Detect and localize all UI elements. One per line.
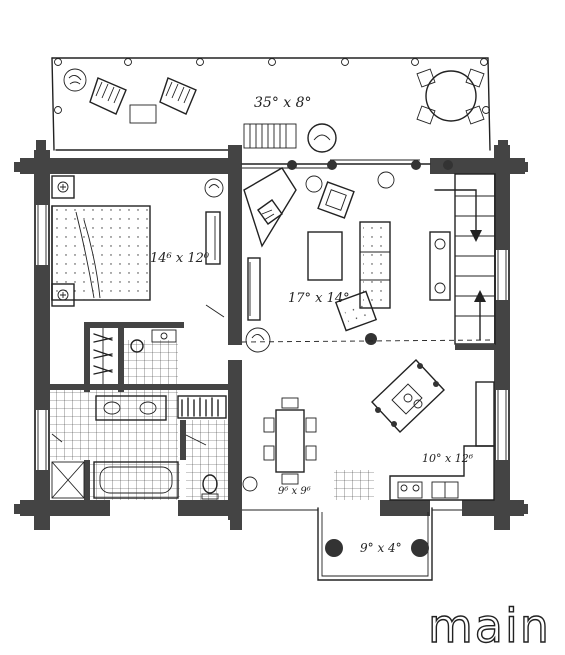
bath-area: [50, 322, 228, 508]
deck-dimension-label: 35° x 8°: [254, 95, 312, 111]
linen-closet: [177, 395, 227, 419]
armchair-bottom: [334, 290, 378, 332]
bathtub: [93, 461, 179, 499]
kitchen: 10° x 12⁶: [334, 359, 495, 501]
living-bookcase: [247, 257, 261, 321]
side-table-2: [377, 171, 395, 189]
kitchen-stove: [397, 481, 423, 499]
stairs: [434, 173, 496, 350]
double-vanity: [95, 395, 167, 421]
deck-sliding-doors: [241, 159, 453, 170]
bedroom: 14⁶ x 12⁰: [51, 175, 225, 318]
bedroom-plant: [204, 178, 224, 198]
dining-dimension-label: 9⁶ x 9⁶: [278, 486, 311, 497]
dining-table: [275, 409, 305, 473]
nightstand-bottom: [51, 283, 75, 307]
toilet-2: [202, 474, 218, 494]
nightstand-top: [51, 175, 75, 199]
front-porch: 9° x 4°: [242, 507, 462, 581]
deck-chair-1: [89, 77, 127, 115]
deck-side-table: [129, 104, 157, 124]
dresser: [205, 211, 221, 265]
deck-chair-2: [159, 77, 197, 115]
deck-railing-posts: [54, 58, 490, 114]
dining-plant: [242, 476, 258, 492]
living-plant: [245, 327, 271, 353]
porch-dimension-label: 9° x 4°: [360, 541, 402, 555]
sink-small: [151, 329, 177, 343]
deck-plant: [63, 68, 87, 92]
toilet: [130, 339, 144, 353]
kitchen-counter-right: [475, 381, 495, 447]
living-room: 17° x 14°: [241, 167, 491, 353]
stair-bench: [429, 231, 451, 301]
entry-tile: [334, 470, 374, 500]
exterior-walls: [14, 140, 528, 530]
coffee-table: [307, 231, 343, 281]
armchair-top: [317, 181, 355, 219]
closet-hanging: [93, 328, 113, 384]
dining: 9⁶ x 9⁶: [242, 397, 317, 497]
side-table-1: [305, 175, 323, 193]
bedroom-dimension-label: 14⁶ x 12⁰: [150, 251, 210, 266]
kitchen-dimension-label: 10° x 12⁶: [422, 452, 474, 465]
floor-label: main: [428, 599, 551, 653]
deck: 35° x 8°: [51, 57, 491, 153]
kitchen-counter-bottom: [389, 445, 495, 501]
floor-lamp: [365, 333, 377, 345]
firewood-stack: [243, 123, 297, 149]
deck-dining-set: [416, 68, 485, 125]
sofa: [359, 221, 391, 309]
grill: [307, 123, 337, 153]
kitchen-island: [371, 359, 445, 433]
fireplace: [243, 167, 297, 248]
living-dimension-label: 17° x 14°: [288, 291, 350, 306]
